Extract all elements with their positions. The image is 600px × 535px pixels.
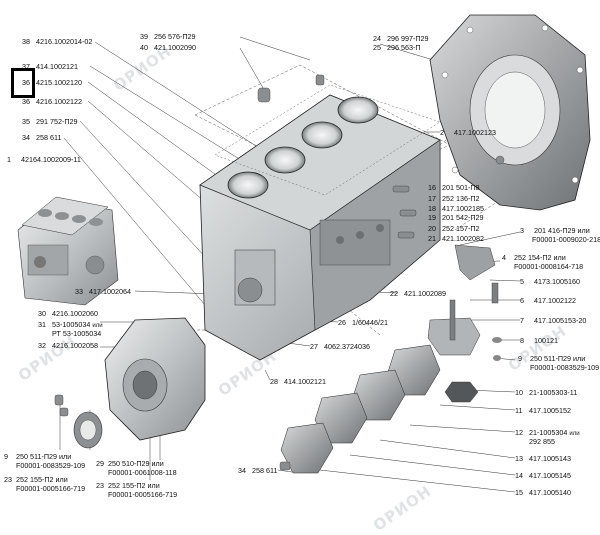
callout-3-alt: F00001-0009020-218 xyxy=(532,235,600,244)
callout-12-alt: 292 855 xyxy=(529,437,555,446)
callout-23-left-alt: F00001-0005166-719 xyxy=(16,484,86,493)
head-gasket xyxy=(214,84,441,196)
callout-9-left-alt: F00001-0083529-109 xyxy=(16,461,86,470)
callout-31-alt: РТ 53-1005034 xyxy=(52,329,102,338)
callout-23-center-alt: F00001-0005166-719 xyxy=(108,490,178,499)
callout-9-right-alt: F00001-0083529-109 xyxy=(530,363,600,372)
exploded-view-drawing xyxy=(17,14,591,493)
flywheel-housing xyxy=(429,14,591,211)
studs xyxy=(54,74,505,471)
main-bearing-cap-stack xyxy=(427,244,502,403)
cylinder-block xyxy=(199,94,441,361)
callout-4-alt: F00001-0008164-718 xyxy=(514,262,584,271)
selected-part-highlight[interactable] xyxy=(11,68,35,98)
diagram-stage: ОРИОН ОРИОН ОРИОН ОРИОН ОРИОН ОРИОН xyxy=(4,14,600,535)
engine-overview-thumbnail xyxy=(17,196,119,306)
callout-29-alt: F00001-0061008-118 xyxy=(108,468,177,477)
main-bearing-caps xyxy=(280,344,441,474)
timing-cover xyxy=(73,317,206,449)
